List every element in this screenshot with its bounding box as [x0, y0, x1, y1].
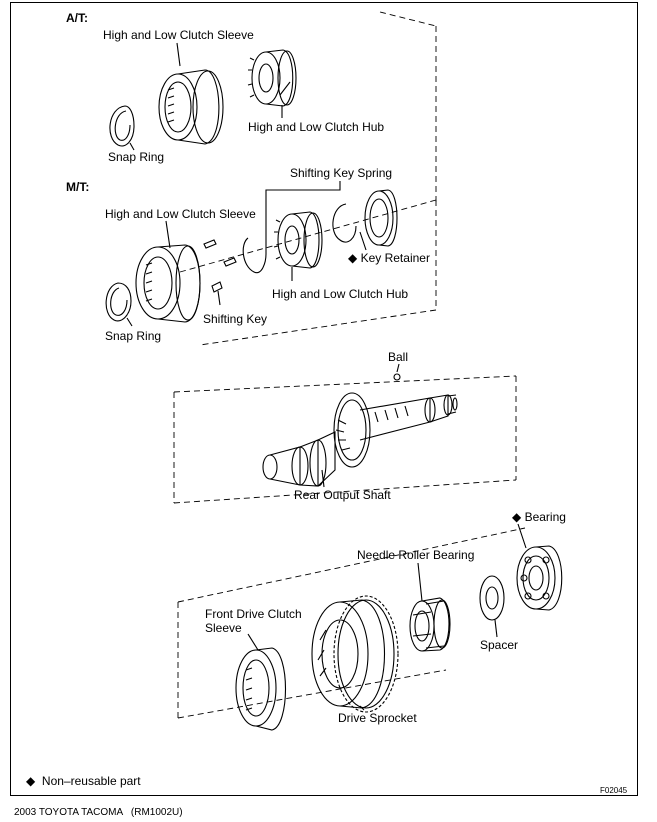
needle-roller-bearing-part: [409, 597, 451, 652]
rear-output-shaft-part: [262, 392, 458, 487]
rear-output-shaft-label: Rear Output Shaft: [294, 488, 391, 502]
at-sleeve-label: High and Low Clutch Sleeve: [103, 28, 254, 42]
page-footer: 2003 TOYOTA TACOMA (RM1002U): [14, 807, 183, 818]
at-hub-label: High and Low Clutch Hub: [248, 120, 385, 134]
mt-key-spring-left: [242, 237, 267, 274]
spacer-part: [479, 575, 505, 621]
spacer-label: Spacer: [480, 638, 519, 652]
front-drive-clutch-sleeve-label-line1: Front Drive Clutch: [205, 607, 302, 621]
ball-label: Ball: [388, 350, 409, 364]
at-snap-ring-label: Snap Ring: [108, 150, 165, 164]
mt-hub-label: High and Low Clutch Hub: [272, 287, 409, 301]
non-reusable-marker: ◆: [512, 510, 522, 524]
mt-sleeve-label: High and Low Clutch Sleeve: [105, 207, 256, 221]
at-section-heading: A/T:: [66, 11, 88, 25]
key-retainer-part: [364, 189, 398, 247]
mt-section-heading: M/T:: [66, 180, 90, 194]
at-sleeve-part: [158, 69, 224, 145]
mt-key-retainer-label: ◆ Key Retainer: [348, 251, 430, 265]
mt-snap-ring-part: [105, 282, 132, 322]
front-drive-clutch-sleeve-label-line2: Sleeve: [205, 621, 242, 635]
shaft-dashed-outline: [173, 375, 517, 504]
needle-roller-bearing-label: Needle Roller Bearing: [357, 548, 475, 562]
mt-dashed-outline: [179, 199, 437, 346]
front-dashed-outline: [177, 527, 526, 719]
bearing-part: [516, 545, 563, 611]
non-reusable-marker: ◆: [26, 774, 36, 788]
legend-text: Non–reusable part: [41, 774, 141, 788]
non-reusable-marker: ◆: [348, 251, 358, 265]
bearing-label: ◆ Bearing: [512, 510, 566, 524]
front-drive-clutch-sleeve-part: [235, 647, 286, 731]
mt-key-spring-right: [332, 203, 357, 243]
mt-sleeve-part: [135, 244, 201, 323]
mt-hub-part: [273, 211, 323, 269]
shifting-key-parts: [203, 239, 237, 293]
ball-part: [393, 373, 401, 381]
mt-snap-ring-label: Snap Ring: [105, 329, 162, 343]
drive-sprocket-part: [311, 595, 399, 713]
at-snap-ring-part: [109, 105, 135, 147]
figure-code: F02045: [600, 786, 628, 795]
mt-key-spring-label: Shifting Key Spring: [290, 166, 393, 180]
drive-sprocket-label: Drive Sprocket: [338, 711, 417, 725]
mt-shifting-key-label: Shifting Key: [203, 312, 268, 326]
at-hub-part: [247, 49, 297, 107]
diagram-frame: [10, 2, 638, 796]
legend: ◆ Non–reusable part: [26, 774, 141, 788]
